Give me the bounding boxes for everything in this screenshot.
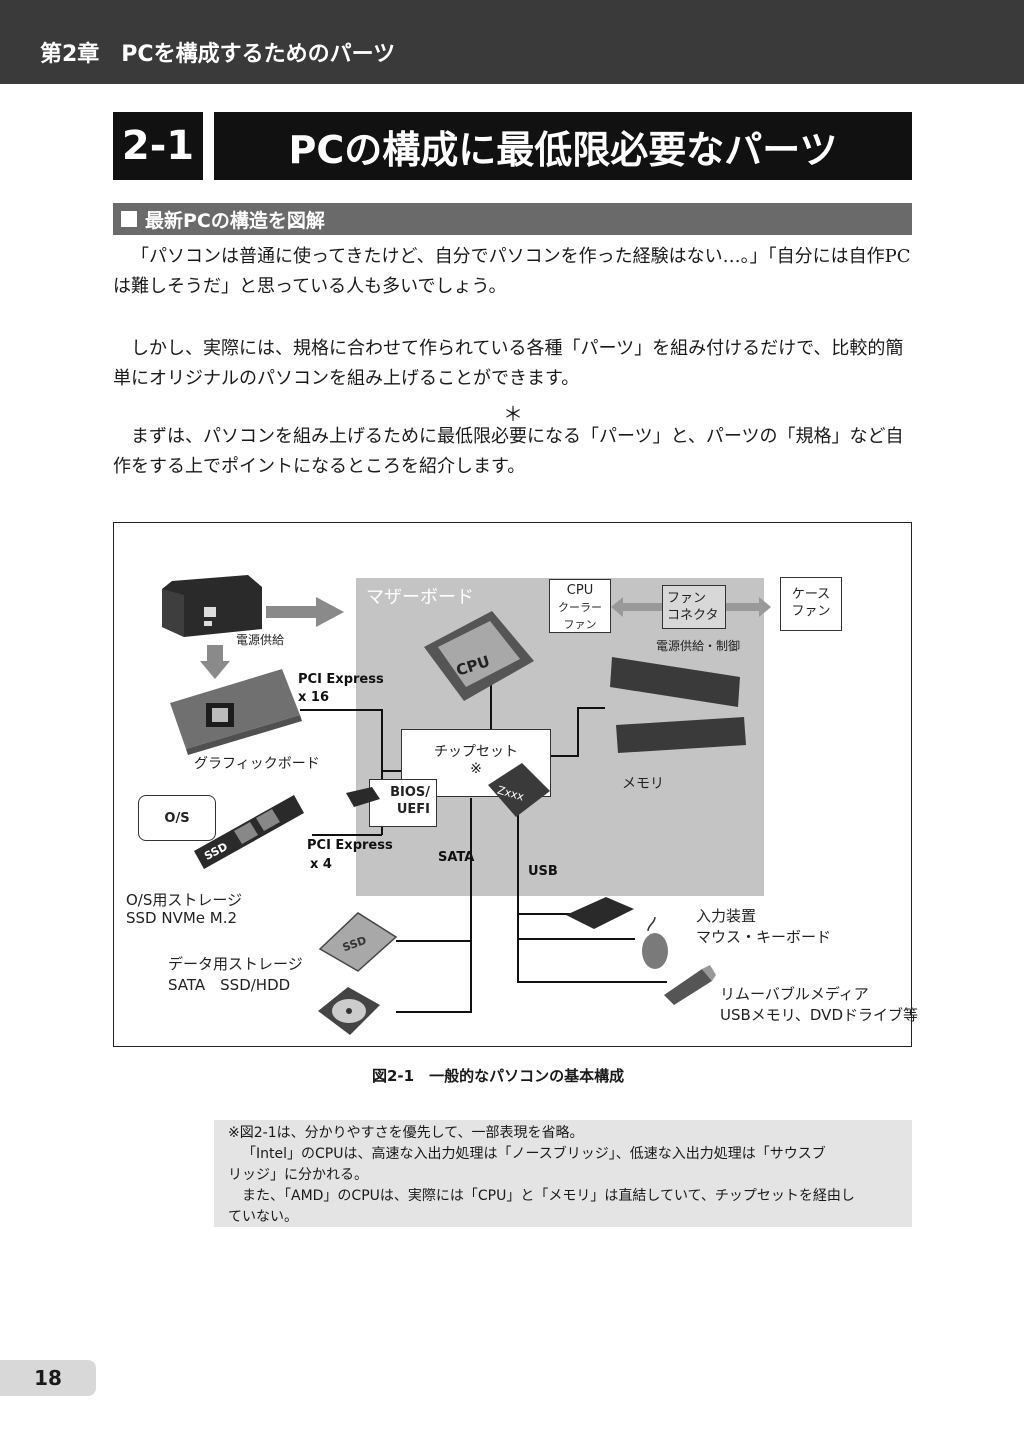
- data-storage-label-2: SATA SSD/HDD: [168, 976, 291, 994]
- pcie16-line: [300, 709, 382, 711]
- power-arrow-right-icon: [266, 597, 344, 627]
- chipset-chip-icon: Zxxx: [488, 763, 550, 817]
- pcie4-label-a: PCI Express: [307, 838, 393, 853]
- data-storage-label-1: データ用ストレージ: [168, 955, 303, 973]
- cpu-cooler-line1: CPU: [566, 583, 594, 598]
- footnote-box: ※図2-1は、分かりやすさを優先して、一部表現を省略。 「Intel」のCPUは…: [214, 1120, 912, 1227]
- square-bullet-icon: [121, 211, 137, 227]
- usb-line: [517, 813, 519, 983]
- bios-uefi-box: BIOS/ UEFI: [369, 779, 437, 827]
- case-fan-line2: ファン: [791, 604, 831, 619]
- power-arrow-down-icon: [200, 645, 230, 679]
- removable-media-label-2: USBメモリ、DVDドライブ等: [720, 1006, 918, 1024]
- note-line-1: ※図2-1は、分かりやすさを優先して、一部表現を省略。: [228, 1125, 584, 1141]
- graphics-board-icon: [170, 669, 302, 755]
- m2-ssd-icon: SSD: [194, 795, 304, 869]
- note-line-5: ていない。: [228, 1209, 298, 1225]
- hdd-icon: [318, 987, 380, 1035]
- cpu-cooler-fan-box: CPU クーラー ファン: [549, 579, 611, 633]
- subsection-title: 最新PCの構造を図解: [145, 209, 325, 232]
- memory-bus-line-top: [577, 707, 605, 709]
- figure-caption: 図2-1 一般的なパソコンの基本構成: [372, 1067, 625, 1085]
- mouse-icon: [642, 917, 668, 969]
- chipset-memory-line: [550, 755, 578, 757]
- pc-structure-diagram: マザーボード 電源供給 PCI Express x 16 グラフィックボード: [113, 522, 918, 1047]
- page-number: 18: [0, 1360, 96, 1396]
- fan-connector-line1: ファン: [667, 591, 707, 606]
- paragraph-2: しかし、実際には、規格に合わせて作られている各種「パーツ」を組み付けるだけで、比…: [113, 338, 904, 389]
- cpu-chipset-line: [490, 673, 492, 729]
- pcie16-line-v: [381, 709, 383, 771]
- fan-connector-line2: コネクタ: [667, 608, 719, 623]
- memory-bus-line: [577, 707, 579, 757]
- usb-removable-line: [517, 981, 667, 983]
- bios-line2: UEFI: [396, 802, 430, 817]
- motherboard-label: マザーボード: [366, 587, 474, 608]
- input-device-label-2: マウス・キーボード: [696, 928, 832, 946]
- chapter-title: 第2章 PCを構成するためのパーツ: [40, 42, 396, 67]
- paragraph-1: 「パソコンは普通に使ってきたけど、自分でパソコンを作った経験はない…。」「自分に…: [113, 246, 911, 297]
- usb-keyboard-line: [517, 913, 577, 915]
- cpu-icon: CPU: [424, 611, 534, 701]
- case-fan-box: ケース ファン: [780, 577, 842, 631]
- section-number: 2-1: [113, 112, 203, 180]
- usb-memory-icon: [664, 965, 716, 1005]
- graphics-board-label: グラフィックボード: [194, 756, 320, 772]
- pcie16-line-h: [381, 770, 401, 772]
- note-line-2: 「Intel」のCPUは、高速な入出力処理は「ノースブリッジ」、低速な入出力処理…: [242, 1146, 826, 1162]
- sata-line: [470, 798, 472, 1013]
- keyboard-icon: [566, 897, 634, 929]
- pcie16-label-a: PCI Express: [298, 672, 384, 687]
- bios-chip-icon: [346, 787, 380, 807]
- sata-hdd-line: [396, 1011, 472, 1013]
- sata-ssd-line: [396, 940, 472, 942]
- power-supply-icon: [162, 575, 262, 637]
- sata-ssd-icon: SSD: [318, 912, 398, 972]
- paragraph-3: まずは、パソコンを組み上げるために最低限必要になる「パーツ」と、パーツの「規格」…: [113, 426, 904, 477]
- usb-mouse-line: [517, 938, 635, 940]
- sata-label: SATA: [438, 850, 475, 865]
- bios-line1: BIOS/: [390, 785, 430, 800]
- pcie4-label-b: x 4: [310, 857, 332, 872]
- subsection-heading: 最新PCの構造を図解: [113, 203, 912, 235]
- power-control-label: 電源供給・制御: [656, 639, 741, 653]
- section-separator: ＊: [503, 402, 523, 426]
- memory-label: メモリ: [622, 776, 664, 792]
- psu-label: 電源供給: [236, 633, 285, 647]
- chapter-header: 第2章 PCを構成するためのパーツ: [0, 0, 1024, 84]
- section-title: PCの構成に最低限必要なパーツ: [214, 112, 912, 180]
- chipset-line2: ※: [470, 761, 482, 777]
- cpu-cooler-line3: ファン: [563, 618, 597, 631]
- pcie4-line: [312, 834, 382, 836]
- note-line-4: また、「AMD」のCPUは、実際には「CPU」と「メモリ」は直結していて、チップ…: [242, 1188, 855, 1204]
- input-device-label-1: 入力装置: [696, 907, 757, 925]
- removable-media-label-1: リムーバブルメディア: [720, 985, 869, 1003]
- os-storage-label-1: O/S用ストレージ: [126, 891, 243, 909]
- os-box: O/S: [138, 795, 216, 841]
- memory-modules-icon: [610, 657, 746, 753]
- chipset-line1: チップセット: [434, 744, 518, 760]
- pcie16-label-b: x 16: [298, 690, 330, 705]
- note-line-3: リッジ」に分かれる。: [228, 1167, 368, 1183]
- usb-label: USB: [528, 864, 558, 879]
- case-fan-line1: ケース: [791, 587, 831, 602]
- cpu-cooler-line2: クーラー: [558, 601, 602, 614]
- fan-connector-box: ファン コネクタ: [662, 585, 726, 629]
- os-storage-label-2: SSD NVMe M.2: [126, 909, 238, 927]
